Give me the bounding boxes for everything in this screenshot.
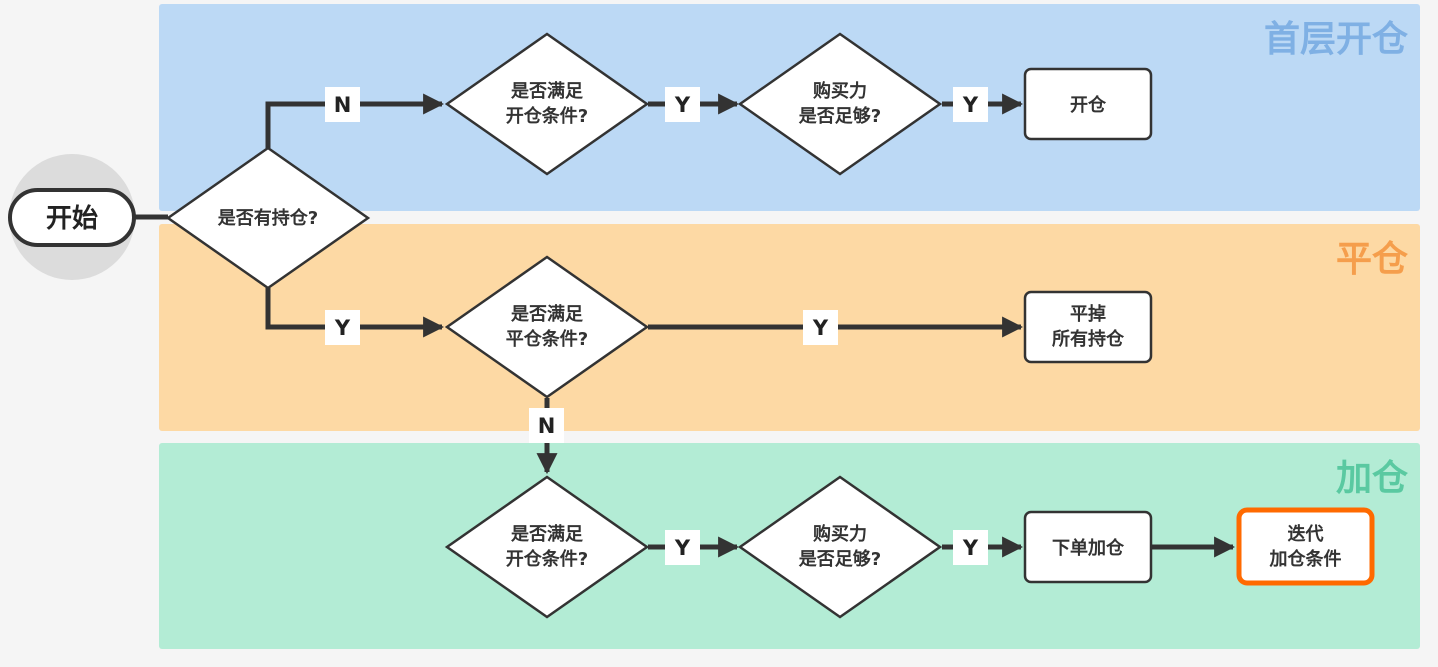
decision-open-buying-power[interactable]: 购买力 是否足够? <box>737 32 943 176</box>
edge-label-box <box>953 530 988 565</box>
edge-label-box <box>665 87 700 122</box>
decision-diamond <box>444 255 650 399</box>
decision-diamond <box>737 32 943 176</box>
decision-add-condition[interactable]: 是否满足 开仓条件? <box>444 475 650 619</box>
action-open-position[interactable]: 开仓 <box>1023 67 1153 141</box>
edge-label-box <box>803 310 838 345</box>
decision-line-1: 是否满足 <box>510 523 583 545</box>
edge-label-close-cond-y: Y <box>803 310 838 345</box>
edge-label-box <box>665 530 700 565</box>
decision-diamond <box>737 475 943 619</box>
band-close-title: 平仓 <box>1336 239 1408 280</box>
edge-label-open-cond-y: Y <box>665 87 700 122</box>
decision-line-1: 是否有持仓? <box>217 207 318 229</box>
edge-label-open-bp-y: Y <box>953 87 988 122</box>
decision-line-2: 是否足够? <box>798 105 881 127</box>
start-node-pill <box>8 188 136 247</box>
edge-label-text: Y <box>674 536 691 560</box>
decision-line-1: 购买力 <box>813 80 867 102</box>
edge-label-close-cond-n: N <box>529 408 564 443</box>
edge-label-text: N <box>538 414 556 438</box>
edge-label-box <box>529 408 564 443</box>
decision-line-2: 平仓条件? <box>506 328 588 350</box>
decision-line-2: 开仓条件? <box>506 548 588 570</box>
decision-line-2: 开仓条件? <box>506 105 588 127</box>
decision-has-position[interactable]: 是否有持仓? <box>165 146 371 290</box>
edge-label-open-n: N <box>325 87 360 122</box>
decision-close-condition[interactable]: 是否满足 平仓条件? <box>444 255 650 399</box>
action-close-all[interactable]: 平掉 所有持仓 <box>1023 290 1153 364</box>
action-line-1: 开仓 <box>1070 94 1107 116</box>
action-line-2: 所有持仓 <box>1052 328 1125 350</box>
decision-line-2: 是否足够? <box>798 548 881 570</box>
connector-has-position-to-open-condition <box>265 93 445 148</box>
edge-label-box <box>325 310 360 345</box>
edge-label-box <box>953 87 988 122</box>
start-node[interactable]: 开始 <box>8 154 136 280</box>
decision-line-1: 购买力 <box>813 523 867 545</box>
action-line-2: 加仓条件 <box>1269 548 1342 570</box>
edge-label-box <box>325 87 360 122</box>
decision-diamond <box>444 475 650 619</box>
edge-label-text: N <box>334 93 352 117</box>
edge-label-add-cond-y: Y <box>665 530 700 565</box>
decision-add-buying-power[interactable]: 购买力 是否足够? <box>737 475 943 619</box>
edge-label-text: Y <box>962 93 979 117</box>
action-box-highlighted <box>1236 507 1375 586</box>
decision-open-condition[interactable]: 是否满足 开仓条件? <box>444 32 650 176</box>
band-add-title: 加仓 <box>1336 458 1408 499</box>
decision-diamond <box>444 32 650 176</box>
start-node-label: 开始 <box>46 204 98 234</box>
edge-label-text: Y <box>812 316 829 340</box>
decision-line-1: 是否满足 <box>510 80 583 102</box>
edge-label-text: Y <box>674 93 691 117</box>
action-iterate[interactable]: 迭代 加仓条件 <box>1236 507 1375 586</box>
action-box <box>1023 67 1153 141</box>
action-line-1: 迭代 <box>1288 523 1324 545</box>
action-line-1: 平掉 <box>1070 303 1106 325</box>
action-box <box>1023 510 1153 584</box>
edge-label-text: Y <box>962 536 979 560</box>
decision-line-1: 是否满足 <box>510 303 583 325</box>
edge-label-add-bp-y: Y <box>953 530 988 565</box>
edge-label-close-y: Y <box>325 310 360 345</box>
band-open-title: 首层开仓 <box>1264 19 1408 60</box>
action-line-1: 下单加仓 <box>1052 537 1125 559</box>
edge-label-text: Y <box>334 316 351 340</box>
action-place-add-order[interactable]: 下单加仓 <box>1023 510 1153 584</box>
action-box <box>1023 290 1153 364</box>
decision-diamond <box>165 146 371 290</box>
connector-has-position-to-close-condition <box>265 288 445 338</box>
